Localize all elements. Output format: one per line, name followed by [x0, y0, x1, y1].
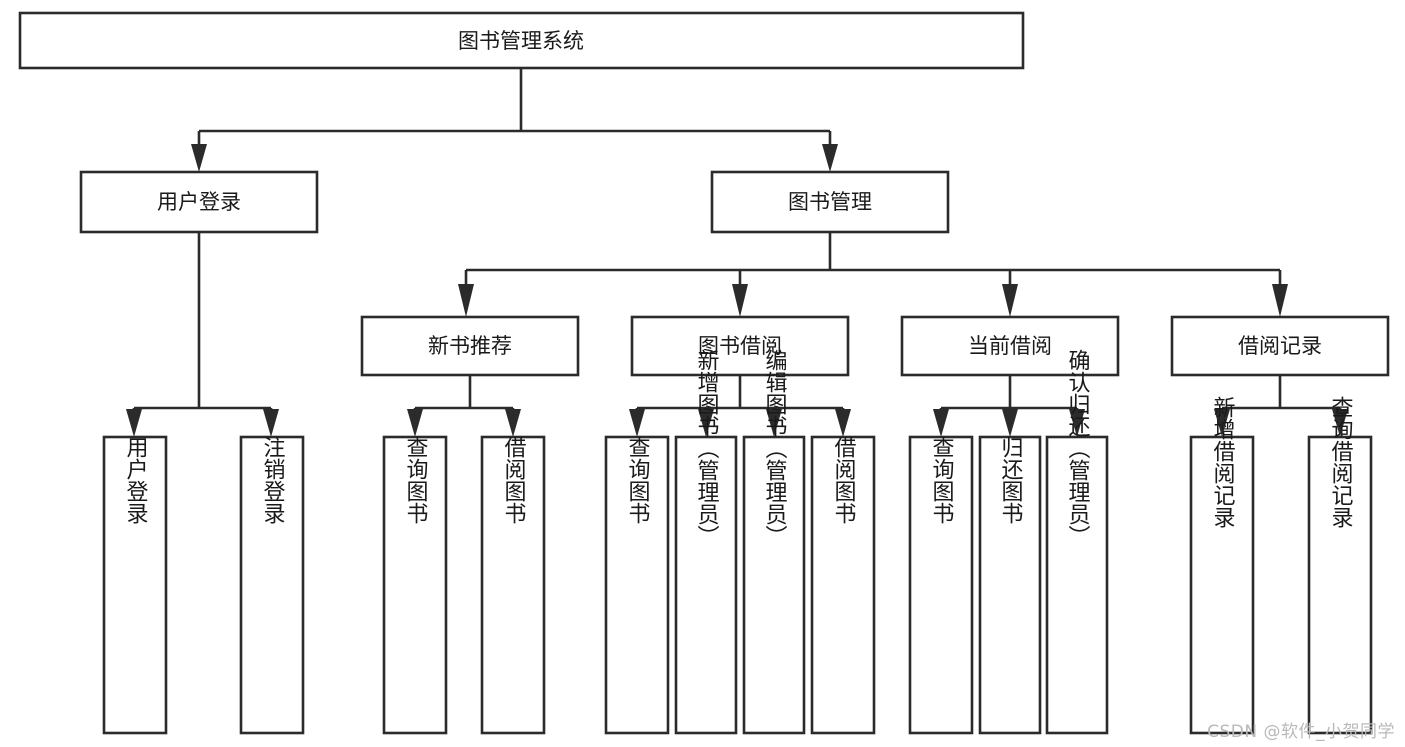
leaf-confirm-return-box — [1045, 435, 1109, 735]
leaf-logout-login[interactable]: 注销登录 — [239, 435, 305, 735]
arrow-br-leaf-1 — [1214, 409, 1230, 437]
root-label: 图书管理系统 — [458, 29, 584, 53]
arrow-root-to-book-manage — [822, 144, 838, 172]
leaf-add-book-label: 新增图书（管理员） — [694, 349, 720, 547]
node-root[interactable]: 图书管理系统 — [18, 11, 1025, 70]
leaf-query-book-3-box — [908, 435, 974, 735]
borrow-record-label: 借阅记录 — [1238, 334, 1322, 358]
arrow-bm-to-new-book — [458, 284, 474, 317]
leaf-borrow-book-1-label: 借阅图书 — [501, 436, 527, 524]
leaf-borrow-book-1-box — [480, 435, 546, 735]
leaf-confirm-return-label: 确认归还（管理员） — [1065, 349, 1091, 547]
leaf-add-book[interactable]: 新增图书（管理员） — [674, 349, 738, 735]
leaf-borrow-book-2-label: 借阅图书 — [831, 436, 857, 524]
leaf-confirm-return[interactable]: 确认归还（管理员） — [1045, 349, 1109, 735]
arrow-bm-to-current-borrow — [1002, 284, 1018, 317]
leaf-return-book-label: 归还图书 — [998, 436, 1024, 524]
root-box — [18, 11, 1025, 70]
arrow-nbr-leaf-1 — [407, 409, 423, 437]
node-current-borrow[interactable]: 当前借阅 — [900, 315, 1120, 377]
book-manage-box — [710, 170, 950, 234]
leaf-return-book-box — [978, 435, 1042, 735]
arrow-cb-leaf-2 — [1002, 409, 1018, 437]
new-book-recommend-label: 新书推荐 — [428, 334, 512, 358]
arrow-cb-leaf-3 — [1069, 409, 1085, 437]
leaf-query-book-3-label: 查询图书 — [929, 436, 955, 524]
leaf-query-book-3[interactable]: 查询图书 — [908, 435, 974, 735]
borrow-record-box — [1170, 315, 1390, 377]
leaf-edit-book-label: 编辑图书（管理员） — [762, 349, 788, 547]
leaf-user-login-label: 用户登录 — [123, 436, 149, 524]
arrow-bb-leaf-1 — [629, 409, 645, 437]
leaf-query-book-2-label: 查询图书 — [625, 436, 651, 524]
arrow-br-leaf-2 — [1332, 409, 1348, 437]
arrow-user-login-leaf-2 — [263, 409, 279, 437]
arrow-bb-leaf-4 — [835, 409, 851, 437]
leaf-user-login[interactable]: 用户登录 — [102, 435, 168, 735]
book-manage-label: 图书管理 — [788, 190, 872, 214]
leaf-add-record[interactable]: 新增借阅记录 — [1189, 396, 1255, 735]
leaf-query-record-label: 查询借阅记录 — [1328, 396, 1354, 528]
arrow-nbr-leaf-2 — [505, 409, 521, 437]
arrow-cb-leaf-1 — [933, 409, 949, 437]
leaf-edit-book-box — [742, 435, 806, 735]
node-new-book-recommend[interactable]: 新书推荐 — [360, 315, 580, 377]
arrow-bm-to-borrow-record — [1272, 284, 1288, 317]
arrow-user-login-leaf-1 — [126, 409, 142, 437]
leaf-query-book-1[interactable]: 查询图书 — [382, 435, 448, 735]
leaf-logout-login-label: 注销登录 — [260, 436, 286, 524]
node-book-borrow[interactable]: 图书借阅 — [630, 315, 850, 377]
node-borrow-record[interactable]: 借阅记录 — [1170, 315, 1390, 377]
arrow-bb-leaf-2 — [698, 409, 714, 437]
user-login-label: 用户登录 — [157, 190, 241, 214]
leaf-user-login-box — [102, 435, 168, 735]
leaf-borrow-book-2-box — [810, 435, 876, 735]
leaf-query-record-box — [1307, 435, 1373, 735]
arrow-bm-to-book-borrow — [732, 284, 748, 317]
current-borrow-box — [900, 315, 1120, 377]
leaf-edit-book[interactable]: 编辑图书（管理员） — [742, 349, 806, 735]
leaf-return-book[interactable]: 归还图书 — [978, 435, 1042, 735]
node-user-login[interactable]: 用户登录 — [79, 170, 319, 234]
node-book-manage[interactable]: 图书管理 — [710, 170, 950, 234]
current-borrow-label: 当前借阅 — [968, 334, 1052, 358]
csdn-watermark: CSDN @软件_小贺同学 — [1207, 722, 1395, 742]
book-borrow-label: 图书借阅 — [698, 334, 782, 358]
leaf-query-book-1-box — [382, 435, 448, 735]
leaf-query-book-2[interactable]: 查询图书 — [604, 435, 670, 735]
arrow-root-to-user-login — [191, 144, 207, 172]
leaf-logout-login-box — [239, 435, 305, 735]
leaf-add-record-label: 新增借阅记录 — [1210, 396, 1236, 528]
leaf-add-record-box — [1189, 435, 1255, 735]
leaf-query-book-1-label: 查询图书 — [403, 436, 429, 524]
leaf-query-record[interactable]: 查询借阅记录 — [1307, 396, 1373, 735]
leaf-add-book-box — [674, 435, 738, 735]
leaf-query-book-2-box — [604, 435, 670, 735]
leaf-borrow-book-2[interactable]: 借阅图书 — [810, 435, 876, 735]
new-book-recommend-box — [360, 315, 580, 377]
leaf-borrow-book-1[interactable]: 借阅图书 — [480, 435, 546, 735]
book-borrow-box — [630, 315, 850, 377]
arrow-bb-leaf-3 — [766, 409, 782, 437]
